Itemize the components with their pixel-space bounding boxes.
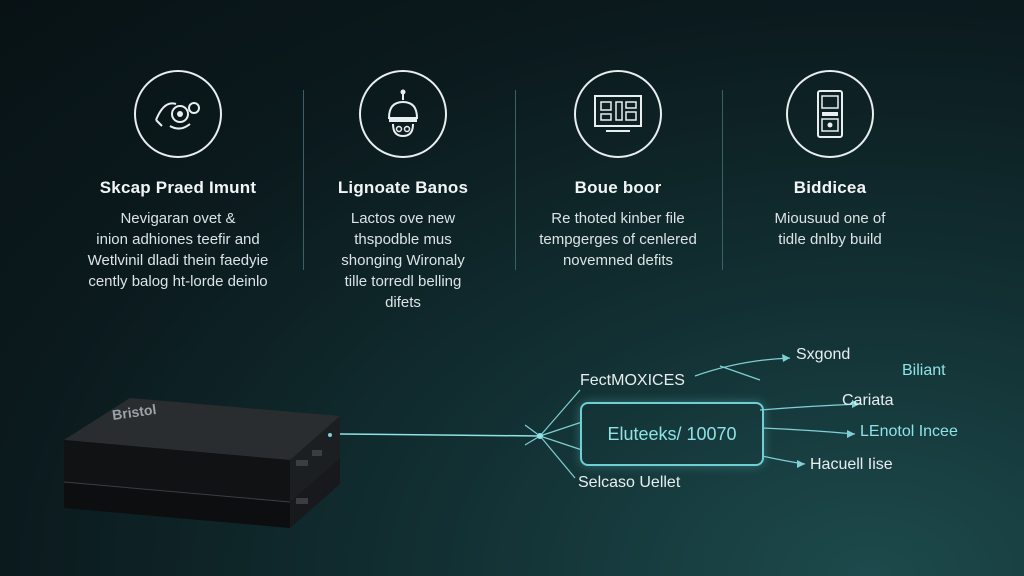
feature-2: Lignoate Banos Lactos ove new thspodble …: [303, 70, 503, 313]
feature-title: Boue boor: [574, 178, 662, 197]
hub-node: [537, 433, 543, 439]
phone-device-icon: [786, 70, 874, 158]
label-hacuell: Hacuell Iise: [810, 456, 893, 473]
feature-description: Nevigaran ovet & inion adhiones teefir a…: [87, 210, 269, 290]
dashboard-screen-icon: [574, 70, 662, 158]
feature-description: Lactos ove new thspodble mus shonging Wi…: [341, 210, 465, 311]
feature-1: Skcap Praed Imunt Nevigaran ovet & inion…: [78, 70, 278, 292]
connection-diagram: Bristol Eluteeks/ 10070 FectMOXICES Sxgo…: [0, 330, 1024, 576]
divider: [722, 90, 723, 270]
connector-lines: [524, 354, 861, 479]
label-selcaso: Selcaso Uellet: [578, 474, 681, 491]
feature-4: Biddicea Miousuud one of tidle dnlby bui…: [730, 70, 930, 250]
label-sxgond: Sxgond: [796, 346, 851, 363]
feature-title: Biddicea: [793, 178, 867, 197]
feature-title: Skcap Praed Imunt: [99, 178, 257, 197]
feature-description: Miousuud one of tidle dnlby build: [774, 210, 886, 248]
label-cariata: Cariata: [842, 392, 894, 409]
divider: [303, 90, 304, 270]
feature-title: Lignoate Banos: [337, 178, 469, 197]
center-node-box[interactable]: Eluteeks/ 10070: [580, 402, 764, 466]
device-box: [63, 398, 340, 528]
feature-3: Boue boor Re thoted kinber file tempgerg…: [518, 70, 718, 271]
label-lenotol: LEnotol Incee: [860, 423, 958, 440]
divider: [515, 90, 516, 270]
label-fectmoxices: FectMOXICES: [580, 372, 685, 389]
robot-head-icon: [359, 70, 447, 158]
gear-flow-icon: [134, 70, 222, 158]
label-biliant: Biliant: [902, 362, 946, 379]
feature-description: Re thoted kinber file tempgerges of cenl…: [539, 210, 697, 269]
diagram-graphics: [63, 354, 861, 528]
features-row: Skcap Praed Imunt Nevigaran ovet & inion…: [60, 70, 960, 311]
